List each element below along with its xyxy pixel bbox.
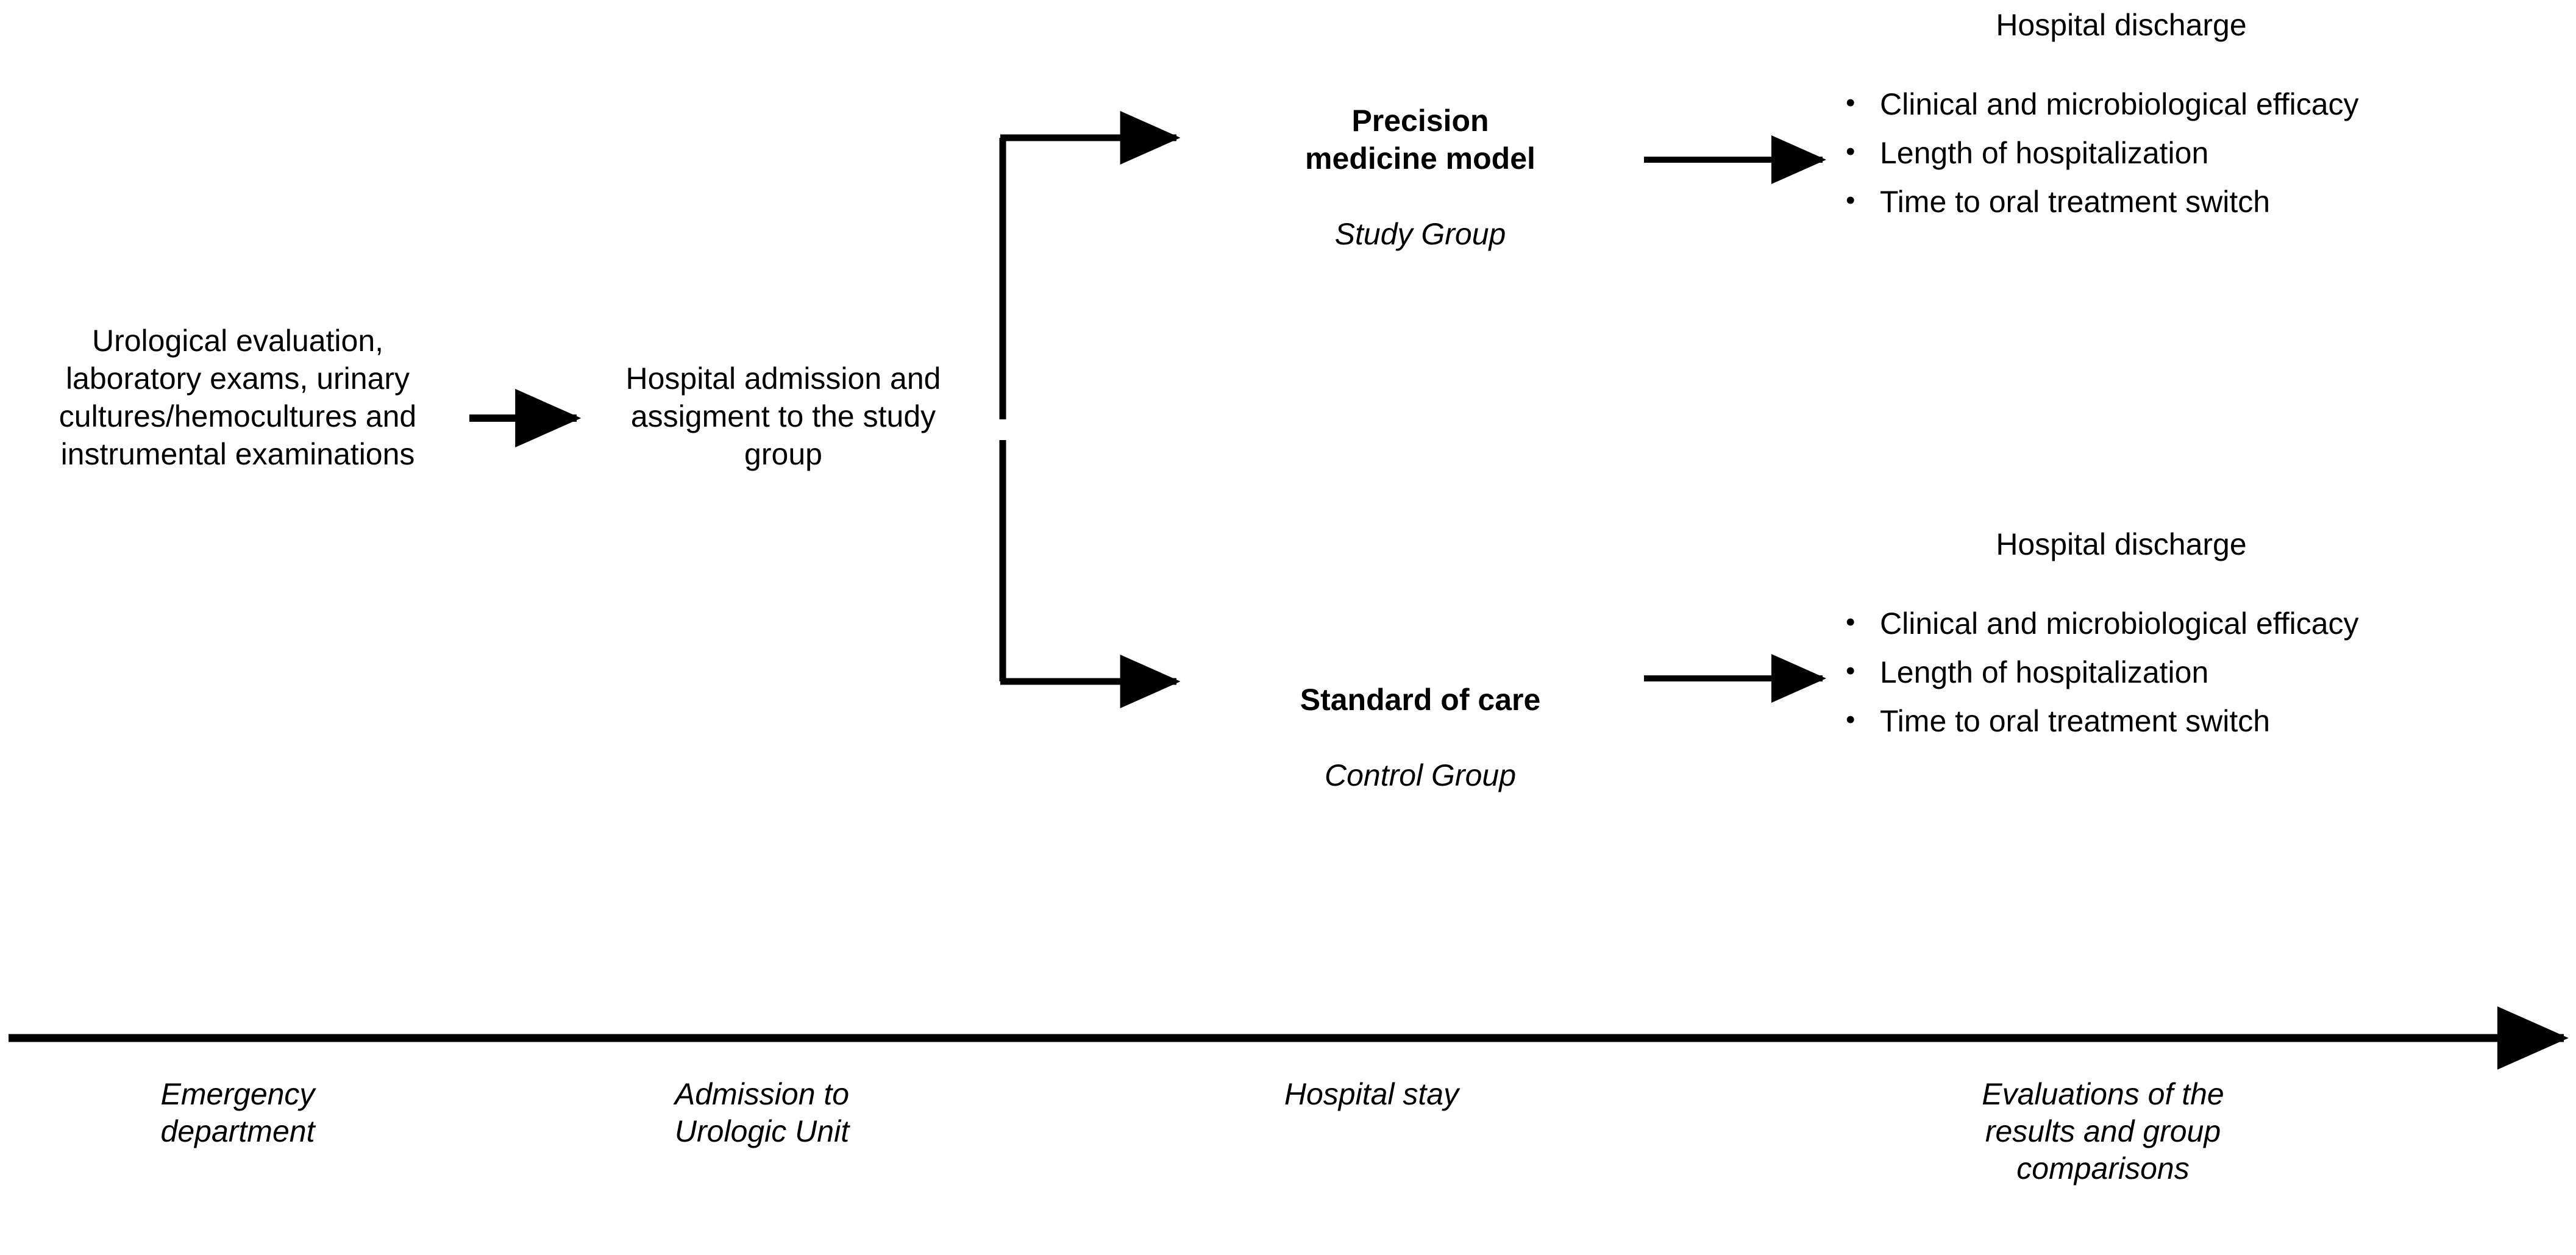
list-item: Time to oral treatment switch [1846,702,2359,740]
list-item: Clinical and microbiological efficacy [1846,605,2359,642]
list-item: Clinical and microbiological efficacy [1846,85,2359,123]
list-item: Length of hospitalization [1846,653,2359,691]
list-item: Length of hospitalization [1846,134,2359,172]
control-arm-title: Standard of care [1300,683,1541,717]
study-outcomes-heading: Hospital discharge [1996,8,2247,42]
node-admission: Hospital admission and assigment to the … [625,361,941,471]
study-arm-subtitle: Study Group [1334,217,1506,251]
control-outcomes-heading: Hospital discharge [1996,527,2247,561]
timeline-phase-evaluations: Evaluations of the results and group com… [1982,1077,2224,1186]
node-control-arm: Standard of care Control Group [1195,643,1646,832]
timeline-phase-emergency-department: Emergency department [160,1077,315,1148]
node-intake: Urological evaluation, laboratory exams,… [59,324,417,471]
node-study-arm: Precision medicine model Study Group [1195,64,1646,291]
control-outcomes-list: Clinical and microbiological efficacy Le… [1846,605,2359,740]
study-arm-title: Precision medicine model [1305,104,1535,176]
control-arm-subtitle: Control Group [1324,758,1517,792]
list-item: Time to oral treatment switch [1846,183,2359,221]
study-outcomes-list: Clinical and microbiological efficacy Le… [1846,85,2359,221]
timeline-phase-hospital-stay: Hospital stay [1284,1077,1459,1111]
timeline-phase-admission-urologic-unit: Admission to Urologic Unit [674,1077,850,1148]
